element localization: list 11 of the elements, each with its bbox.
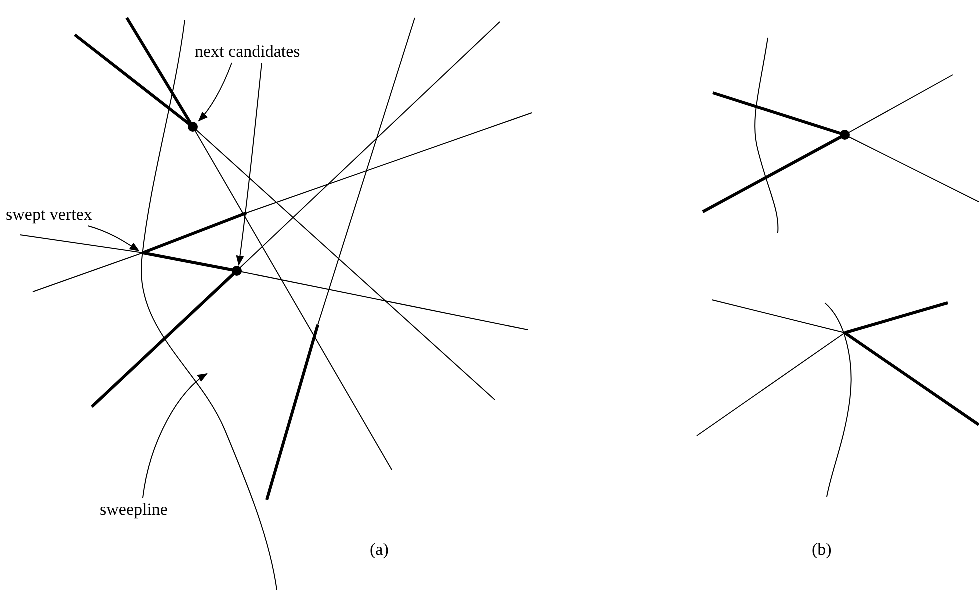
vertex-dot: [188, 122, 198, 132]
leader-line: [236, 62, 262, 266]
annotation-label: swept vertex: [6, 205, 92, 225]
vertex-dot: [232, 266, 242, 276]
annotation-label: sweepline: [100, 500, 168, 520]
panel-label: (b): [812, 540, 832, 560]
annotation-label: next candidates: [195, 42, 300, 62]
panel-label: (a): [370, 540, 389, 560]
leader-line: [198, 62, 232, 122]
leader-line: [88, 226, 140, 252]
leader-line: [142, 373, 208, 498]
